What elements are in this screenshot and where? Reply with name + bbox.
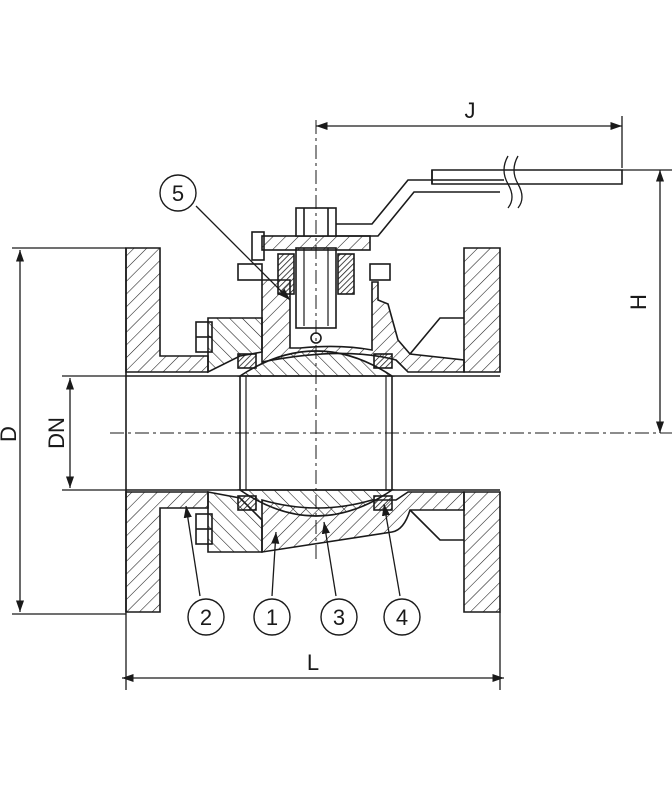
dim-h-label: H [626, 294, 651, 310]
callout-3: 3 [333, 605, 345, 630]
callout-1: 1 [266, 605, 278, 630]
packing-left [277, 253, 295, 295]
callout-5: 5 [172, 181, 184, 206]
stop-lug-left [237, 263, 263, 281]
leader-5 [195, 205, 291, 301]
handle-grip [431, 169, 623, 185]
callout-5-circle [159, 174, 197, 212]
dim-j-label: J [465, 98, 476, 123]
packing-right [337, 253, 355, 295]
right-flange-upper [463, 247, 501, 373]
callout-4: 4 [396, 605, 408, 630]
callout-1-circle [253, 598, 291, 636]
dim-l-label: L [307, 650, 319, 675]
seat-left-upper [237, 353, 257, 369]
leader-4 [381, 503, 401, 597]
callout-2-circle [187, 598, 225, 636]
dim-d-label: D [0, 426, 21, 442]
callout-2: 2 [200, 605, 212, 630]
leader-2 [183, 505, 201, 597]
stop-lug-right [369, 263, 391, 281]
callout-4-circle [383, 598, 421, 636]
left-flange-lower [125, 491, 209, 613]
left-flange-upper [125, 247, 209, 373]
dim-dn-label: DN [44, 417, 69, 449]
leader-1 [271, 531, 280, 597]
leader-3 [321, 521, 337, 597]
seat-right-lower [373, 495, 393, 511]
seat-left-lower [237, 495, 257, 511]
right-flange-lower [463, 491, 501, 613]
seat-right-upper [373, 353, 393, 369]
handle-lever [336, 179, 504, 237]
callout-3-circle [320, 598, 358, 636]
